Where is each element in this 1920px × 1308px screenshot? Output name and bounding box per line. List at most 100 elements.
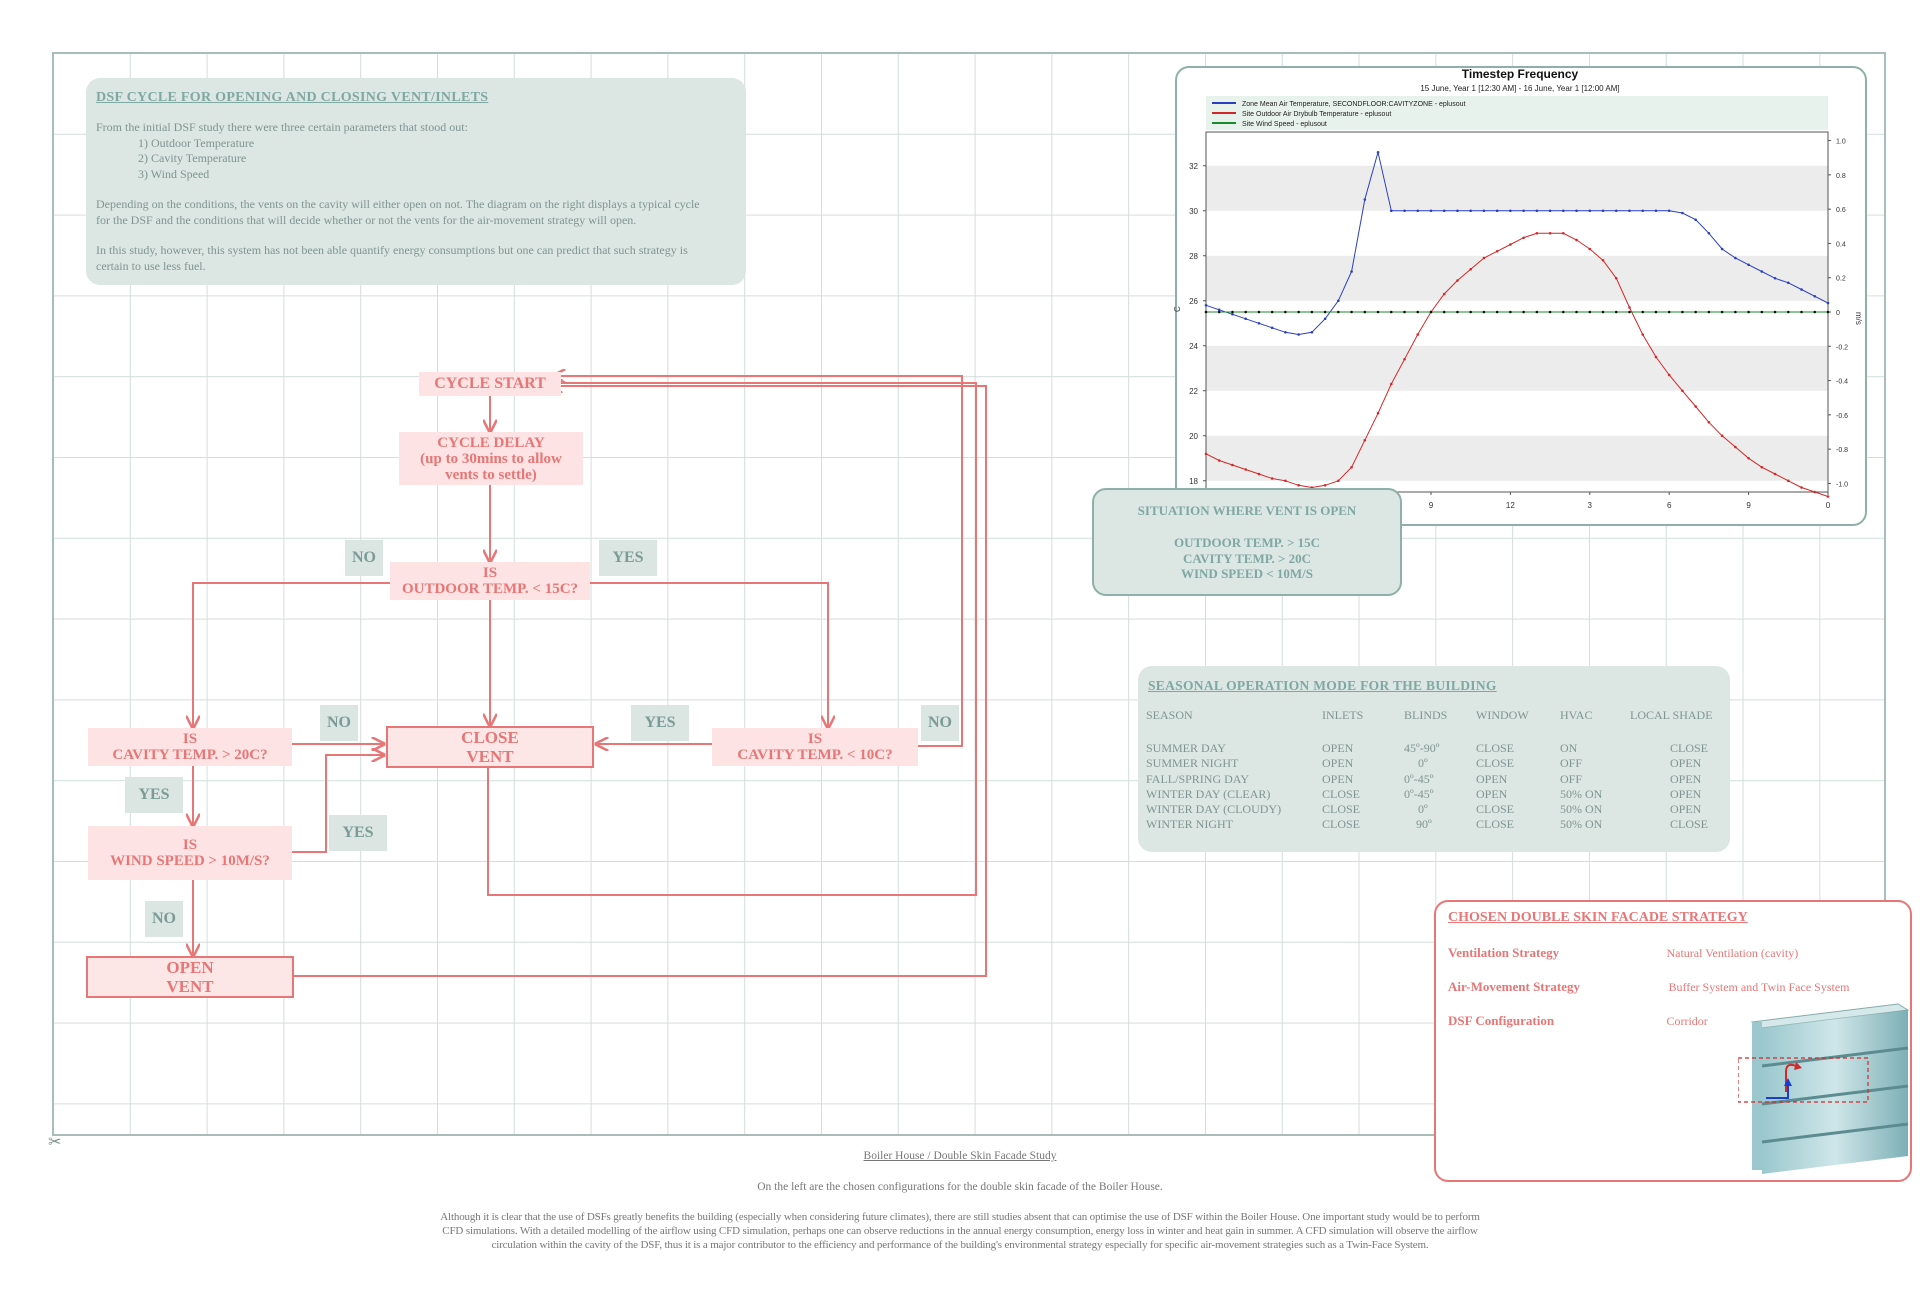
open-l2: VENT: [166, 977, 214, 996]
data-point-wind: [1270, 310, 1274, 314]
arrow-close-loop: [487, 383, 977, 896]
data-point-wind: [1641, 310, 1645, 314]
dsf-param-1: 1) Outdoor Temperature: [138, 135, 255, 150]
data-point-outdoor: [1522, 236, 1525, 240]
x-tick-label: 12: [1506, 501, 1515, 510]
footer-caption: Boiler House / Double Skin Facade Study: [863, 1150, 1057, 1162]
chart-subtitle: 15 June, Year 1 [12:30 AM] - 16 June, Ye…: [1420, 84, 1619, 93]
y2-tick-label: -1.0: [1836, 481, 1848, 488]
data-point-wind: [1389, 310, 1393, 314]
data-point-wind: [1707, 310, 1711, 314]
series-line-outdoor: [1205, 232, 1829, 497]
data-point-outdoor: [1760, 465, 1764, 469]
data-point-zone: [1297, 333, 1300, 336]
col-season: SEASON: [1146, 708, 1193, 722]
data-point-zone: [1773, 276, 1777, 280]
y-tick-label: 30: [1189, 207, 1198, 216]
data-point-zone: [1482, 209, 1486, 213]
cell: CLOSE: [1476, 817, 1515, 832]
data-point-outdoor: [1641, 333, 1645, 336]
data-point-outdoor: [1707, 420, 1711, 424]
data-point-outdoor: [1654, 355, 1658, 359]
data-point-zone: [1469, 209, 1472, 213]
cell: CLOSE: [1670, 741, 1709, 755]
data-point-zone: [1628, 209, 1631, 213]
data-point-zone: [1588, 209, 1592, 213]
wind-yes-tag: YES: [329, 815, 387, 851]
data-point-wind: [1773, 310, 1777, 314]
data-point-outdoor: [1403, 357, 1406, 361]
data-point-wind: [1257, 310, 1261, 314]
cavity20-yes-tag: YES: [125, 777, 183, 813]
cell: SUMMER DAY: [1146, 741, 1226, 755]
data-point-zone: [1786, 281, 1790, 285]
data-point-outdoor: [1231, 463, 1234, 467]
wind-l1: IS: [182, 837, 198, 853]
data-point-wind: [1284, 310, 1287, 314]
cell: 0º-45º: [1404, 771, 1434, 786]
cell: WINTER DAY (CLOUDY): [1146, 802, 1282, 817]
y2-tick-label: 0.8: [1836, 173, 1846, 180]
data-point-outdoor: [1469, 267, 1472, 271]
y2-tick-label: -0.2: [1836, 344, 1848, 351]
cell: OPEN: [1670, 802, 1702, 817]
data-point-wind: [1231, 310, 1234, 314]
chart-grid-band: [1206, 435, 1828, 481]
cavity10-yes-tag: YES: [631, 705, 689, 741]
data-point-zone: [1217, 308, 1221, 312]
wind-no-tag: NO: [145, 901, 183, 937]
data-point-wind: [1681, 310, 1684, 314]
situation-panel: SITUATION WHERE VENT IS OPEN OUTDOOR TEM…: [1092, 488, 1402, 596]
data-point-wind: [1509, 310, 1512, 314]
cell: CLOSE: [1322, 802, 1361, 817]
strategy-value-2: Buffer System and Twin Face System: [1668, 980, 1850, 994]
cycle-delay-box: CYCLE DELAY (up to 30mins to allow vents…: [399, 432, 583, 485]
cell: 0º: [1418, 756, 1428, 771]
cycle-delay-l2: (up to 30mins to allow: [420, 450, 562, 467]
data-point-outdoor: [1495, 249, 1499, 253]
data-point-zone: [1376, 150, 1380, 154]
data-point-wind: [1416, 310, 1420, 314]
data-point-wind: [1323, 310, 1327, 314]
arrow-open-loop: [292, 386, 987, 977]
data-point-outdoor: [1363, 438, 1367, 442]
data-point-wind: [1456, 310, 1459, 314]
x-tick-label: 0: [1826, 501, 1831, 510]
chart-y2label: m/s: [1854, 312, 1863, 325]
y2-tick-label: -0.8: [1836, 447, 1848, 454]
cell: CLOSE: [1476, 741, 1515, 755]
cell: 50% ON: [1560, 817, 1603, 832]
y2-tick-label: 1.0: [1836, 139, 1846, 146]
data-point-wind: [1786, 310, 1790, 314]
data-point-outdoor: [1588, 247, 1592, 251]
dsf-cycle-title: DSF CYCLE FOR OPENING AND CLOSING VENT/I…: [96, 90, 489, 105]
outdoor-no-tag: NO: [345, 540, 383, 576]
data-point-outdoor: [1747, 456, 1750, 460]
data-point-zone: [1760, 270, 1764, 273]
cell: 45º-90º: [1404, 741, 1440, 755]
data-point-zone: [1522, 209, 1525, 213]
y-tick-label: 18: [1189, 477, 1198, 486]
y2-tick-label: 0.2: [1836, 276, 1846, 283]
y-tick-label: 32: [1189, 162, 1198, 171]
data-point-zone: [1734, 256, 1737, 260]
data-point-wind: [1297, 310, 1300, 314]
dsf-para3-l2: certain to use less fuel.: [96, 258, 206, 273]
data-point-zone: [1389, 209, 1393, 213]
cell: OPEN: [1322, 756, 1354, 771]
data-point-zone: [1244, 317, 1248, 321]
dsf-cycle-panel: DSF CYCLE FOR OPENING AND CLOSING VENT/I…: [86, 78, 746, 285]
data-point-outdoor: [1337, 479, 1340, 483]
dsf-intro: From the initial DSF study there were th…: [96, 120, 468, 134]
arrow-wind-yes: [292, 755, 384, 853]
data-point-wind: [1667, 310, 1671, 314]
y2-tick-label: -0.6: [1836, 413, 1848, 420]
data-point-wind: [1614, 310, 1618, 314]
strategy-title: CHOSEN DOUBLE SKIN FACADE STRATEGY: [1448, 910, 1748, 925]
cell: CLOSE: [1670, 817, 1709, 832]
data-point-outdoor: [1548, 231, 1552, 235]
